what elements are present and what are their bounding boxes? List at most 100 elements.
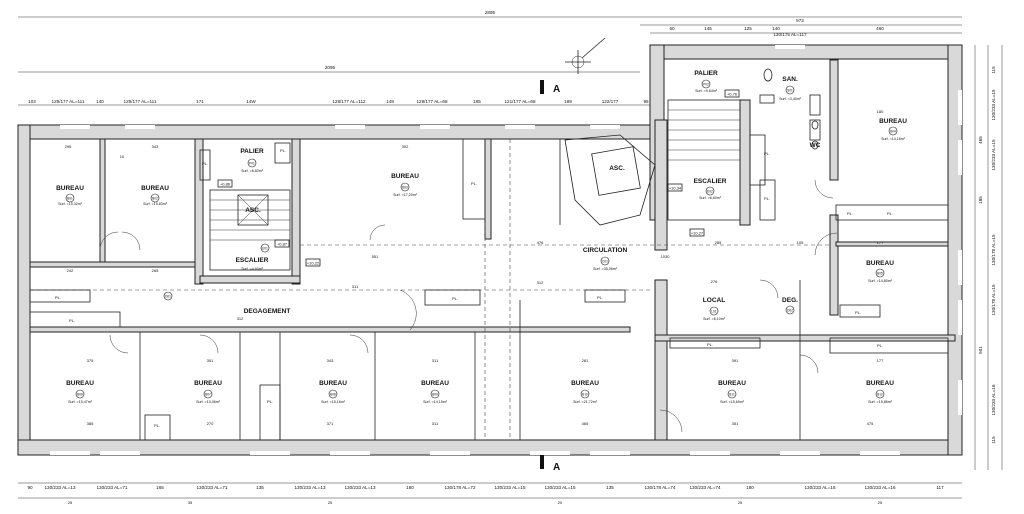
dim-inner: 371 <box>327 421 334 426</box>
dim-overall-top: 2895 <box>485 10 496 15</box>
dim-inner: 311 <box>432 421 439 426</box>
compass-icon <box>565 37 606 74</box>
dim-rs-8: 130/233 AL=16 <box>991 384 996 415</box>
room-area: Surf. =15,47m² <box>68 400 93 404</box>
level-marker: +0,87 <box>277 242 288 247</box>
dim-bsub-5: 25 <box>878 500 883 505</box>
interior-walls <box>29 59 956 441</box>
placard-label: PL. <box>452 296 458 301</box>
dim-second-row: 2095 <box>325 65 336 70</box>
dim-rs-4: 185 <box>978 196 983 204</box>
dim-inner: 105 <box>797 240 804 245</box>
room-tag: B10 <box>582 393 588 397</box>
level-marker: +0,76 <box>727 92 738 97</box>
interior-dimensions: 10 242 265 295 343 302 311 371 311 465 3… <box>65 109 884 426</box>
room-label: BUREAU <box>866 260 894 267</box>
room-label: BUREAU <box>421 380 449 387</box>
room-area: Surf. =9,64m² <box>695 89 718 93</box>
room-area: Surf. =15,83m² <box>143 202 168 206</box>
dim-top-13: 95 <box>643 99 649 104</box>
dim-inner: 312 <box>237 316 244 321</box>
room-area: Surf. =14,16m² <box>881 137 906 141</box>
dim-bot-14: 130/233 AL=74 <box>689 485 720 490</box>
dim-inner: 465 <box>582 421 589 426</box>
dim-right-block: 973 <box>796 18 804 23</box>
dim-inner: 242 <box>67 268 74 273</box>
dim-bot-4: 130/233 AL=71 <box>196 485 227 490</box>
dim-bot-8: 160 <box>406 485 414 490</box>
room-area: Surf. =14,15m² <box>423 400 448 404</box>
dim-bot-10: 130/233 AL=15 <box>494 485 525 490</box>
dim-bot-2: 165 <box>156 485 164 490</box>
dimension-lines: 2895 2095 973 <box>18 10 1003 499</box>
room-area: Surf. =35,06m² <box>593 267 618 271</box>
section-cut-markers: A A <box>540 80 560 473</box>
placard-label: PL. <box>877 343 883 348</box>
dim-bsub-0: 25 <box>68 500 73 505</box>
room-area: Surf. =6,60m² <box>699 196 722 200</box>
dim-inner: 177 <box>877 240 884 245</box>
dim-top-4: 171 <box>196 99 204 104</box>
room-area: Surf. =21,72m² <box>573 400 598 404</box>
room-label: LOCAL <box>703 297 725 304</box>
room-label: ESCALIER <box>694 178 727 185</box>
dim-bot-3: 130/233 AL=71 <box>96 485 127 490</box>
dim-inner: 180 <box>877 109 884 114</box>
dim-top-12: 122/177 <box>602 99 619 104</box>
dim-bot-13: 130/178 AL=74 <box>644 485 675 490</box>
dims-top-row: 103 129/177 AL=111 140 129/177 AL=111 17… <box>28 99 649 104</box>
dim-inner: 311 <box>432 358 439 363</box>
level-markers: +0,86 +0,87 +10,22 +0,76 +10,34 +10,27 <box>217 89 740 267</box>
elevators <box>237 134 656 226</box>
room-label: DEG. <box>782 297 798 304</box>
dim-rs-7: 501 <box>978 346 983 354</box>
room-tag: P02 <box>703 83 709 87</box>
room-label: SAN. <box>782 76 798 83</box>
placard-label: PL. <box>154 423 160 428</box>
room-area: Surf. =6,80m² <box>241 169 264 173</box>
room-tag: B02 <box>152 197 158 201</box>
room-tag: B08 <box>330 393 336 397</box>
dim-top-0: 103 <box>28 99 36 104</box>
room-tag: B06 <box>77 393 83 397</box>
placard-label: PL. <box>267 399 273 404</box>
dim-bot-11: 130/233 AL=15 <box>544 485 575 490</box>
room-area: Surf. =15,32m² <box>58 202 83 206</box>
placard-label: PL. <box>69 318 75 323</box>
dim-inner: 285 <box>715 240 722 245</box>
dim-inner: 276 <box>711 279 718 284</box>
room-label: BUREAU <box>866 380 894 387</box>
dim-bot-1: 130/233 AL=13 <box>44 485 75 490</box>
dim-bot-9: 130/178 AL=72 <box>444 485 475 490</box>
dim-rs-3: 130/233 AL=15 <box>991 139 996 170</box>
room-label: ASC. <box>609 165 625 172</box>
dim-inner: 281 <box>582 358 589 363</box>
room-label: BUREAU <box>718 380 746 387</box>
room-tag: P01 <box>249 162 255 166</box>
dim-bot-17: 130/233 AL=16 <box>864 485 895 490</box>
room-label: BUREAU <box>391 173 419 180</box>
section-mark-top: A <box>553 84 560 95</box>
dim-inner: 177 <box>877 358 884 363</box>
dims-right-top: 60 145 125 140 460 130/175 AL=117 <box>669 26 884 37</box>
dim-rs-1: 130/233 AL=15 <box>991 89 996 120</box>
room-label: PALIER <box>694 70 718 77</box>
staircases <box>209 99 741 271</box>
placard-label: PL. <box>202 161 208 166</box>
dims-bottom-row: 90 130/233 AL=13 130/233 AL=71 165 130/2… <box>27 485 944 505</box>
dim-rt-window: 130/175 AL=117 <box>773 32 807 37</box>
dim-inner: 270 <box>207 421 214 426</box>
room-label: PALIER <box>240 148 264 155</box>
room-label: BUREAU <box>141 185 169 192</box>
placards: PL. PL. PL. PL. PL. PL. PL. PL. PL. PL. … <box>29 134 949 441</box>
dim-inner: 391 <box>732 358 739 363</box>
placard-label: PL. <box>55 295 61 300</box>
level-marker: +10,34 <box>669 186 682 191</box>
dim-top-5: 14W <box>246 99 256 104</box>
dim-bot-7: 130/233 AL=13 <box>344 485 375 490</box>
room-tag: E02 <box>707 190 713 194</box>
dim-top-2: 140 <box>96 99 104 104</box>
room-tag: D01 <box>165 295 171 299</box>
room-area: Surf. =3,40m² <box>779 97 802 101</box>
dim-inner: 302 <box>402 144 409 149</box>
